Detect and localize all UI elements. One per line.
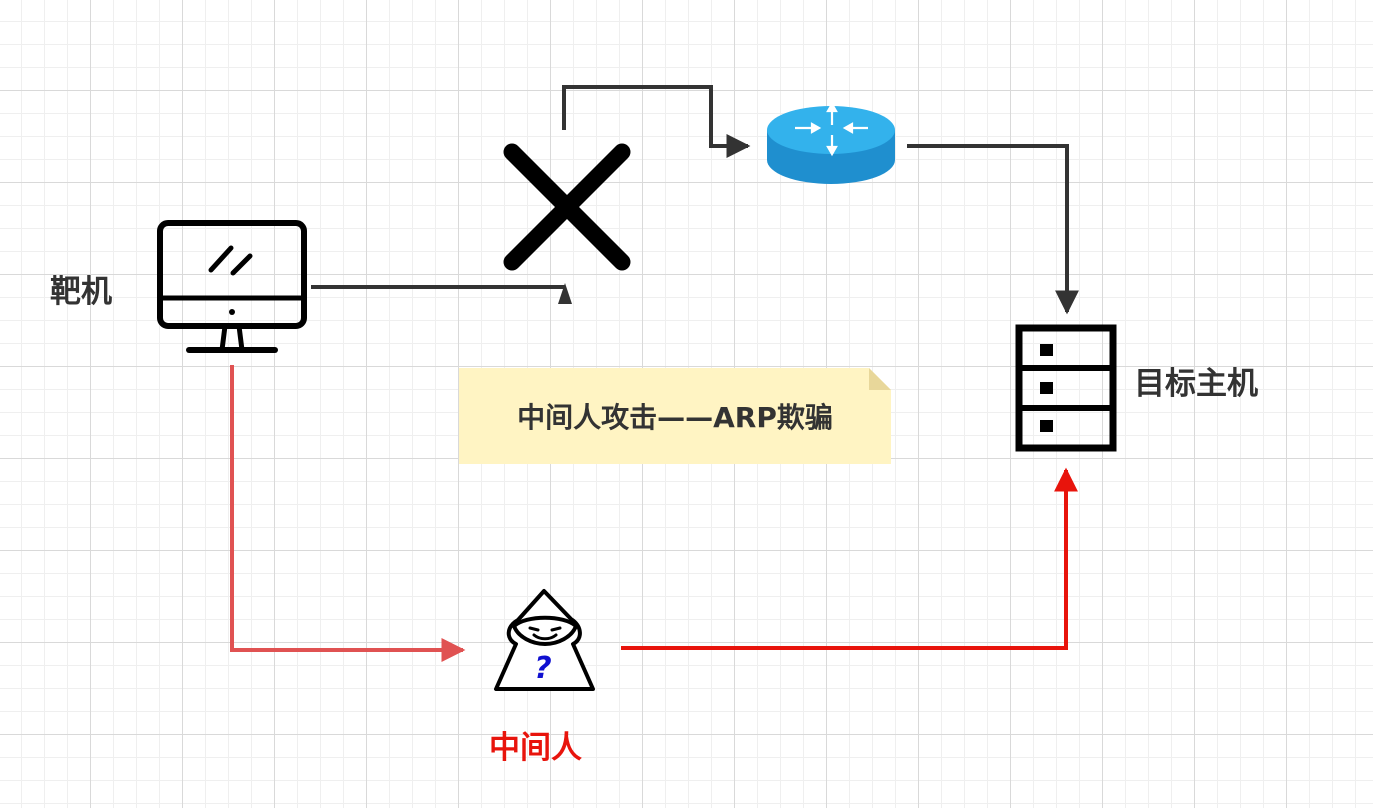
destination-host-label: 目标主机 (1134, 366, 1258, 402)
connector-target-to-router (311, 85, 751, 304)
mitm-label: 中间人 (489, 730, 582, 766)
connector-to-router-segment (562, 85, 751, 158)
router-icon[interactable] (767, 101, 895, 184)
hacker-icon[interactable]: ? (494, 589, 595, 691)
note-text: 中间人攻击——ARP欺骗 (517, 401, 833, 434)
question-mark: ? (534, 651, 551, 686)
target-machine-label: 靶机 (50, 274, 112, 310)
connector-mitm-to-host (621, 467, 1078, 650)
cross-icon (503, 143, 631, 271)
connector-router-to-host (907, 144, 1079, 315)
monitor-icon[interactable] (157, 220, 307, 353)
note-shape (459, 368, 891, 464)
server-icon[interactable] (1015, 324, 1117, 452)
connector-target-to-mitm (230, 365, 466, 662)
connector-arrowhead-up (558, 283, 572, 304)
